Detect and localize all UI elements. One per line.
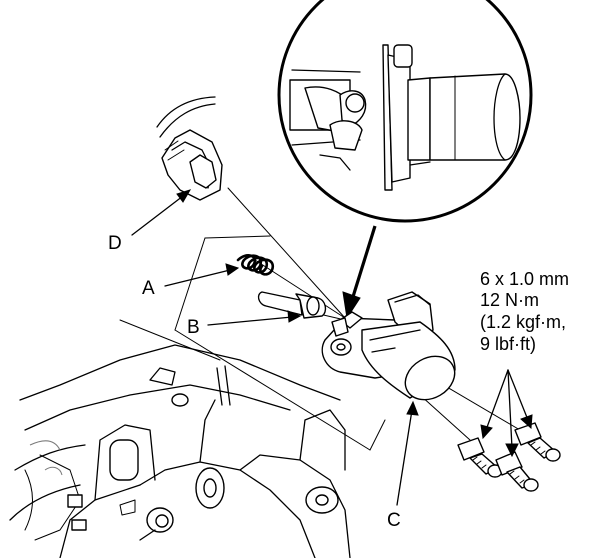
bolt-1 (457, 437, 503, 478)
leader-lines (131, 189, 533, 506)
torque-spec: 6 x 1.0 mm 12 N·m (1.2 kgf·m, 9 lbf·ft) (480, 269, 569, 354)
body-panel (119, 235, 386, 451)
torque-spec-line-1: 6 x 1.0 mm (480, 269, 569, 289)
inset-pointer-arrow (342, 225, 377, 320)
callout-label-d: D (108, 233, 122, 254)
torque-spec-line-2: 12 N·m (480, 290, 539, 310)
torque-spec-line-3: (1.2 kgf·m, (480, 312, 566, 332)
callout-label-a: A (142, 278, 155, 299)
callout-label-b: B (187, 317, 200, 338)
harness-connector (156, 96, 223, 201)
detail-inset (277, 0, 533, 223)
callout-label-c: C (387, 510, 401, 531)
bolt-3 (514, 422, 561, 462)
detent-pin-b (257, 291, 327, 319)
spring-a (236, 254, 275, 276)
transmission-housing (9, 344, 351, 558)
speed-sensor-c (321, 291, 456, 401)
mounting-bolts (457, 422, 561, 492)
torque-spec-line-4: 9 lbf·ft) (480, 334, 536, 354)
bolt-2 (495, 451, 539, 492)
